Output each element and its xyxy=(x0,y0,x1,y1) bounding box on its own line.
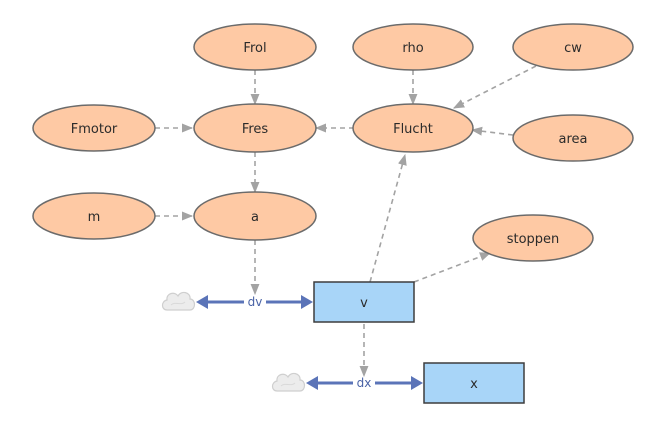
auxiliary-label: area xyxy=(559,132,588,147)
link-v-stoppen xyxy=(413,252,492,283)
auxiliary-label: Fres xyxy=(242,122,269,137)
auxiliary-label: a xyxy=(251,210,259,225)
flow-arrowhead-dx-target xyxy=(411,376,423,390)
flow-arrowhead-dx-source xyxy=(306,376,318,390)
flow-dv[interactable]: dv xyxy=(161,291,314,311)
auxiliary-m[interactable]: m xyxy=(32,192,156,240)
flow-label-dv: dv xyxy=(248,295,263,309)
flow-dx[interactable]: dx xyxy=(271,372,424,392)
auxiliary-stoppen[interactable]: stoppen xyxy=(472,214,594,262)
auxiliaries-layer: Frol rho cw Fmotor Fres Flucht area m xyxy=(32,23,634,262)
auxiliary-label: m xyxy=(88,210,101,225)
flow-arrowhead-dv-target xyxy=(301,295,313,309)
auxiliary-a[interactable]: a xyxy=(193,191,317,241)
stock-v[interactable]: v xyxy=(313,281,415,323)
stock-label: x xyxy=(470,377,478,392)
link-v-flucht xyxy=(369,153,407,283)
flow-label-dx: dx xyxy=(357,376,372,390)
stocks-layer: v x xyxy=(313,281,525,404)
flow-arrowhead-dv-source xyxy=(196,295,208,309)
auxiliary-label: cw xyxy=(564,41,582,56)
stock-x[interactable]: x xyxy=(423,362,525,404)
auxiliary-area[interactable]: area xyxy=(512,114,634,162)
auxiliary-frol[interactable]: Frol xyxy=(193,23,317,71)
auxiliary-label: rho xyxy=(402,41,423,56)
stock-label: v xyxy=(360,296,368,311)
link-area-flucht xyxy=(470,126,514,136)
auxiliary-label: Frol xyxy=(243,41,266,56)
auxiliary-flucht[interactable]: Flucht xyxy=(352,103,474,153)
auxiliary-label: stoppen xyxy=(507,232,560,247)
auxiliary-label: Flucht xyxy=(393,122,433,137)
auxiliary-cw[interactable]: cw xyxy=(512,23,634,71)
links-layer xyxy=(155,65,537,378)
cloud-icon xyxy=(271,372,306,392)
cloud-icon xyxy=(161,291,196,311)
auxiliary-fres[interactable]: Fres xyxy=(193,103,317,153)
link-cw-flucht xyxy=(453,65,537,109)
auxiliary-fmotor[interactable]: Fmotor xyxy=(32,104,156,152)
auxiliary-label: Fmotor xyxy=(71,122,118,137)
auxiliary-rho[interactable]: rho xyxy=(352,23,474,71)
